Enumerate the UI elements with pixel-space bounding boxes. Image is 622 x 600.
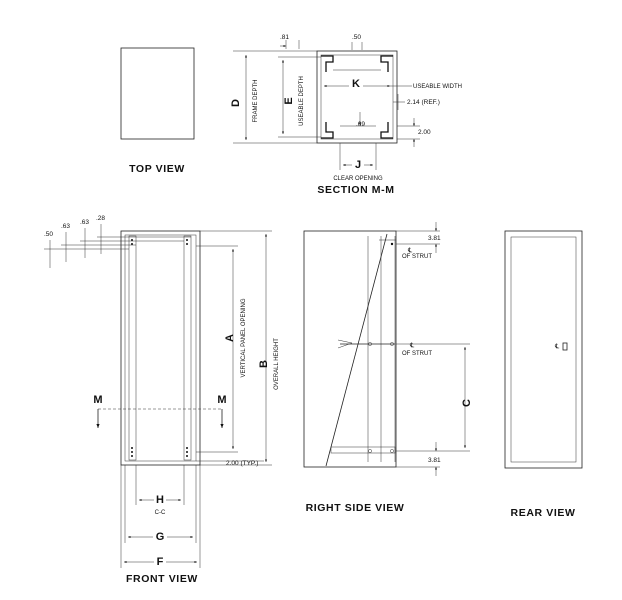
top-view-title: TOP VIEW <box>129 163 185 175</box>
dim-214-label: 2.14 (REF.) <box>407 99 440 106</box>
dim-f-mask <box>154 554 166 566</box>
front-right-strut <box>183 235 192 461</box>
right-side-view: 3.81 ℄ OF STRUT ℄ OF STRUT C 3.81 RIGHT … <box>303 222 473 514</box>
cl-top-symbol: ℄ <box>407 247 413 254</box>
section-frame <box>316 50 398 144</box>
strut-holes-left <box>131 239 133 457</box>
m-label-right: M <box>217 394 226 406</box>
side-hole-top <box>390 242 394 246</box>
rear-outline <box>504 230 583 469</box>
section-title: SECTION M-M <box>317 184 394 196</box>
dim-k-letter: K <box>352 78 360 90</box>
side-hole-bottom-left <box>368 449 372 453</box>
dim-g-mask <box>153 529 167 541</box>
dim-g-letter: G <box>156 531 165 543</box>
dim-j-mask <box>352 157 364 169</box>
front-outline <box>120 230 201 466</box>
side-door-diagonal <box>325 233 388 467</box>
side-outline <box>303 230 397 468</box>
rear-view-title: REAR VIEW <box>511 507 576 519</box>
dim-k-mask <box>349 77 363 89</box>
section-m-m: .81 .50 D FRAME DEPTH E USEABLE DEPTH K … <box>230 34 462 196</box>
front-view: .50 .63 .63 .28 A VERTICAL PANEL OPENING… <box>44 215 280 585</box>
side-hole-mid-right <box>390 342 394 346</box>
frame-depth-label: FRAME DEPTH <box>253 79 259 122</box>
dim-200-label: 2.00 <box>418 129 431 136</box>
vertical-panel-opening-label: VERTICAL PANEL OPENING <box>241 298 247 377</box>
dim-381-top-label: 3.81 <box>428 235 441 242</box>
of-strut-top-label: OF STRUT <box>402 254 432 260</box>
dim-63b-label: .63 <box>80 219 89 226</box>
dim-50-label: .50 <box>44 231 53 238</box>
dim-50-label: .50 <box>352 34 361 41</box>
rear-view: ℄ REAR VIEW <box>504 230 583 519</box>
front-view-title: FRONT VIEW <box>126 573 198 585</box>
front-left-strut <box>128 235 137 461</box>
dim-b-letter: B <box>258 360 270 368</box>
dim-69-label: .69 <box>356 121 365 128</box>
front-inner <box>124 234 197 462</box>
overall-height-label: OVERALL HEIGHT <box>274 338 280 390</box>
top-view: TOP VIEW <box>120 47 195 175</box>
dim-e-letter: E <box>283 97 295 104</box>
dim-a-letter: A <box>224 334 236 342</box>
side-door-handle <box>337 339 353 349</box>
side-bottom-rail <box>330 446 396 454</box>
strut-top-left <box>321 55 334 72</box>
side-hole-bottom-right <box>390 449 394 453</box>
dim-63a-label: .63 <box>61 223 70 230</box>
dim-200-typ-label: 2.00 (TYP.) <box>226 460 258 467</box>
dim-h-letter: H <box>156 494 164 506</box>
clear-opening-label: CLEAR OPENING <box>333 176 383 182</box>
top-view-outline <box>120 47 195 140</box>
strut-holes-right <box>186 239 188 457</box>
rear-latch-icon <box>562 342 568 351</box>
strut-bottom-right <box>380 122 393 139</box>
dim-h-mask <box>154 492 166 504</box>
rear-cl-symbol: ℄ <box>554 343 560 350</box>
dim-381-bottom-label: 3.81 <box>428 457 441 464</box>
usable-depth-label: USEABLE DEPTH <box>299 76 305 126</box>
side-hole-mid-left <box>368 342 372 346</box>
of-strut-mid-label: OF STRUT <box>402 351 432 357</box>
dim-81-label: .81 <box>280 34 289 41</box>
right-side-view-title: RIGHT SIDE VIEW <box>306 502 405 514</box>
rear-inner <box>510 236 577 463</box>
m-label-left: M <box>93 394 102 406</box>
dim-f-letter: F <box>157 556 164 568</box>
strut-top-right <box>380 55 393 72</box>
section-frame-inner <box>320 54 394 140</box>
usable-width-label: USEABLE WIDTH <box>413 84 462 90</box>
strut-bottom-left <box>321 122 334 139</box>
dim-d-letter: D <box>230 99 242 107</box>
cc-label: C-C <box>155 510 166 516</box>
dim-j-letter: J <box>355 159 361 171</box>
dim-c-letter: C <box>461 399 473 407</box>
cl-mid-symbol: ℄ <box>409 342 415 349</box>
dim-28-label: .28 <box>96 215 105 222</box>
